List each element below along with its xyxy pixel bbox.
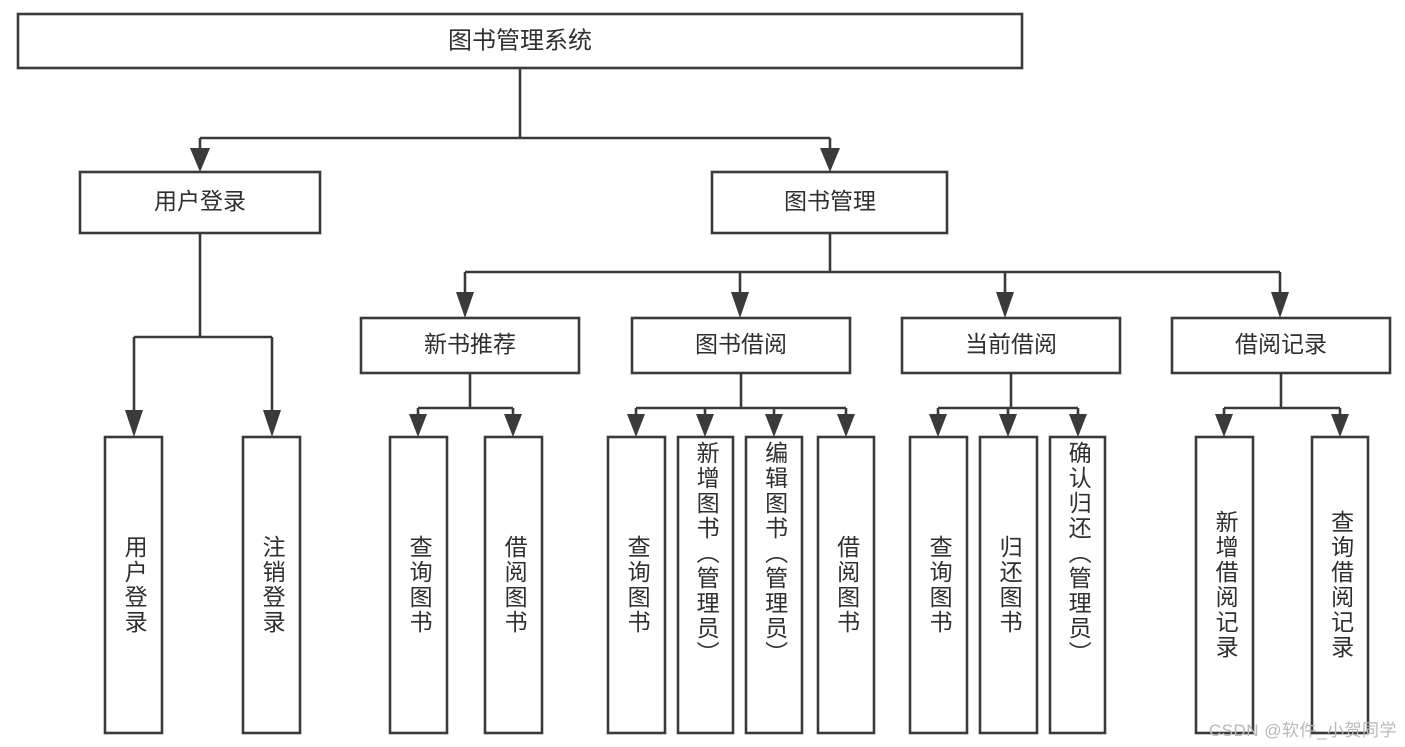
csdn-watermark: CSDN @软件_小贺同学	[1208, 721, 1397, 740]
arrow-head-leaf-query-book-current	[929, 414, 947, 437]
arrow-head-leaf-confirm-return	[1069, 414, 1087, 437]
node-user-login-box[interactable]	[78, 170, 322, 235]
leaf-confirm-return-box[interactable]	[1048, 435, 1107, 735]
leaf-user-login-box[interactable]	[103, 435, 164, 735]
arrow-head-leaf-borrow-book	[837, 414, 855, 437]
connector-layer	[125, 68, 1349, 437]
arrow-head-leaf-query-borrow-record	[1331, 414, 1349, 437]
node-root-box[interactable]	[16, 12, 1024, 70]
leaf-borrow-book-box[interactable]	[816, 435, 876, 735]
arrow-head-book-borrow	[731, 292, 749, 318]
arrow-head-leaf-add-borrow-record	[1215, 414, 1233, 437]
arrow-head-borrow-records	[1271, 292, 1289, 318]
leaf-query-book-borrow-box[interactable]	[606, 435, 667, 735]
leaf-logout-box[interactable]	[241, 435, 302, 735]
node-current-borrow-box[interactable]	[900, 316, 1122, 375]
arrow-head-leaf-query-book-borrow	[627, 414, 645, 437]
node-root-label: 图书管理系统	[448, 27, 592, 54]
leaf-borrow-book-recommend-box[interactable]	[483, 435, 544, 735]
arrow-head-leaf-edit-book	[765, 414, 783, 437]
arrow-head-new-book-recommend	[456, 292, 474, 318]
node-borrow-records-box[interactable]	[1170, 316, 1392, 375]
arrow-head-leaf-borrow-book-recommend	[504, 414, 522, 437]
node-new-book-recommend-label: 新书推荐	[424, 331, 516, 357]
leaf-add-borrow-record-box[interactable]	[1194, 435, 1255, 735]
arrow-head-leaf-add-book	[696, 414, 714, 437]
node-current-borrow-label: 当前借阅	[965, 331, 1057, 357]
leaf-query-book-current-box[interactable]	[908, 435, 969, 735]
arrow-head-user-login	[190, 148, 210, 172]
leaf-add-book-box[interactable]	[676, 435, 735, 735]
leaf-edit-book-box[interactable]	[744, 435, 804, 735]
arrow-head-leaf-user-login	[125, 410, 143, 437]
arrow-head-book-management	[820, 148, 840, 172]
node-layer: 图书管理系统 用户登录 图书管理 新书推荐 图书借阅 当前借阅 借阅记录	[16, 12, 1392, 735]
node-new-book-recommend-box[interactable]	[359, 316, 581, 375]
arrow-head-leaf-logout	[263, 410, 281, 437]
node-book-management-box[interactable]	[710, 170, 949, 235]
node-book-management-label: 图书管理	[784, 188, 876, 214]
node-user-login-label: 用户登录	[154, 188, 246, 214]
arrow-head-leaf-query-book-recommend	[409, 414, 427, 437]
leaf-query-book-recommend-box[interactable]	[388, 435, 449, 735]
leaf-query-borrow-record-box[interactable]	[1310, 435, 1370, 735]
node-book-borrow-label: 图书借阅	[695, 331, 787, 357]
node-borrow-records-label: 借阅记录	[1235, 331, 1327, 357]
arrow-head-current-borrow	[996, 292, 1014, 318]
arrow-head-leaf-return-book	[999, 414, 1017, 437]
leaf-return-book-box[interactable]	[978, 435, 1039, 735]
node-book-borrow-box[interactable]	[630, 316, 852, 375]
